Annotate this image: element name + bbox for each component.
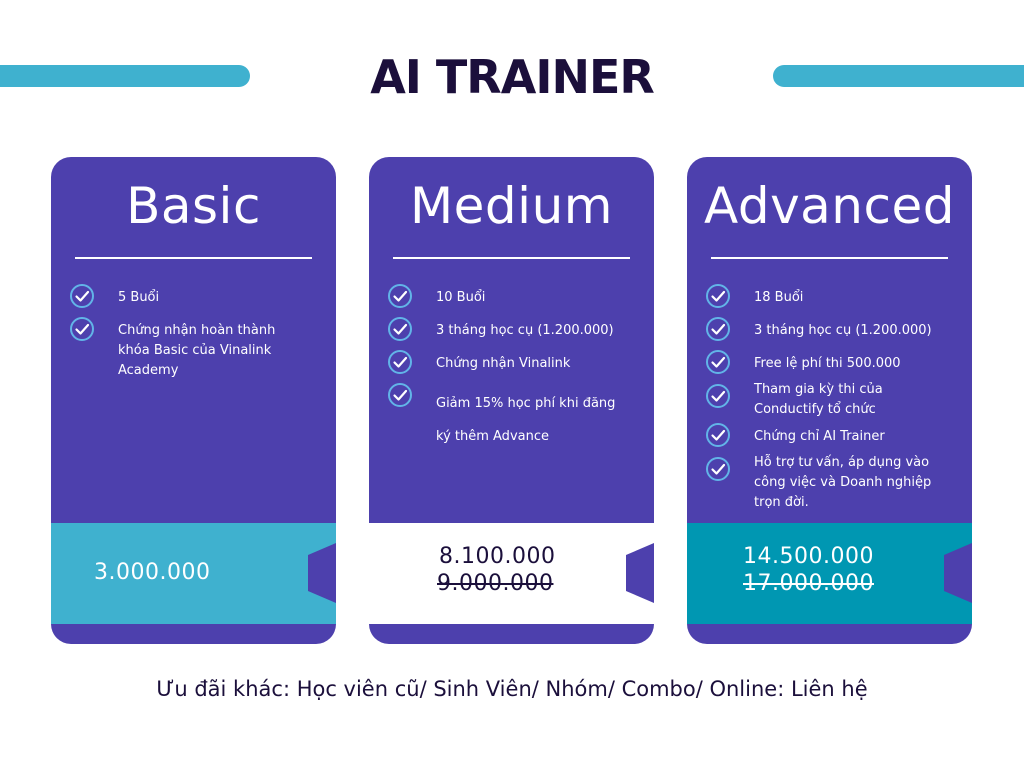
check-circle-icon xyxy=(706,423,730,447)
check-circle-icon xyxy=(706,384,730,408)
price: 3.000.000 xyxy=(94,560,211,585)
feature-item: Giảm 15% học phí khi đăng ký thêm Advanc… xyxy=(387,383,636,453)
plan-card-advanced: Advanced 18 Buổi 3 tháng học cụ (1.200.0… xyxy=(687,157,972,644)
feature-text: Chứng nhận hoàn thành khóa Basic của Vin… xyxy=(118,323,276,378)
feature-item: 3 tháng học cụ (1.200.000) xyxy=(387,317,636,342)
accent-bar-left xyxy=(0,65,250,87)
feature-item: Chứng nhận Vinalink xyxy=(387,350,636,375)
feature-text: Hỗ trợ tư vấn, áp dụng vào công việc và … xyxy=(754,455,932,510)
check-circle-icon xyxy=(388,317,412,341)
feature-text: 10 Buổi xyxy=(436,290,486,305)
price-band: 3.000.000 xyxy=(51,523,336,624)
page-title: AI TRAINER xyxy=(370,50,655,104)
feature-item: Hỗ trợ tư vấn, áp dụng vào công việc và … xyxy=(705,453,954,513)
feature-item: 3 tháng học cụ (1.200.000) xyxy=(705,317,954,342)
check-circle-icon xyxy=(706,317,730,341)
check-circle-icon xyxy=(706,284,730,308)
plan-name: Advanced xyxy=(704,177,955,235)
feature-text: Free lệ phí thi 500.000 xyxy=(754,356,901,371)
check-circle-icon xyxy=(706,457,730,481)
price-band: 14.500.000 17.000.000 xyxy=(687,523,972,624)
footer-note: Ưu đãi khác: Học viên cũ/ Sinh Viên/ Nhó… xyxy=(156,677,868,701)
check-circle-icon xyxy=(70,284,94,308)
check-circle-icon xyxy=(70,317,94,341)
divider xyxy=(75,257,312,259)
price: 14.500.000 xyxy=(743,544,874,569)
feature-text: 3 tháng học cụ (1.200.000) xyxy=(436,323,614,338)
old-price: 9.000.000 xyxy=(437,571,554,596)
feature-text: Chứng nhận Vinalink xyxy=(436,356,571,371)
check-circle-icon xyxy=(706,350,730,374)
feature-item: Tham gia kỳ thi của Conductify tổ chức xyxy=(705,380,954,420)
divider xyxy=(711,257,948,259)
check-circle-icon xyxy=(388,350,412,374)
ribbon-notch xyxy=(626,543,654,603)
price: 8.100.000 xyxy=(439,544,556,569)
feature-item: 5 Buổi xyxy=(69,284,318,309)
plan-card-basic: Basic 5 Buổi Chứng nhận hoàn thành khóa … xyxy=(51,157,336,644)
feature-item: Free lệ phí thi 500.000 xyxy=(705,350,954,375)
feature-item: 18 Buổi xyxy=(705,284,954,309)
feature-item: Chứng chỉ AI Trainer xyxy=(705,423,954,448)
check-circle-icon xyxy=(388,284,412,308)
feature-text: 18 Buổi xyxy=(754,290,804,305)
divider xyxy=(393,257,630,259)
feature-text: Giảm 15% học phí khi đăng ký thêm Advanc… xyxy=(436,396,616,444)
plan-name: Basic xyxy=(126,177,261,235)
old-price: 17.000.000 xyxy=(743,571,874,596)
plan-name: Medium xyxy=(410,177,613,235)
ribbon-notch xyxy=(308,543,336,603)
plan-card-medium: Medium 10 Buổi 3 tháng học cụ (1.200.000… xyxy=(369,157,654,644)
feature-text: 3 tháng học cụ (1.200.000) xyxy=(754,323,932,338)
accent-bar-right xyxy=(773,65,1024,87)
ribbon-notch xyxy=(944,543,972,603)
feature-item: 10 Buổi xyxy=(387,284,636,309)
feature-text: 5 Buổi xyxy=(118,290,160,305)
check-circle-icon xyxy=(388,383,412,407)
feature-text: Chứng chỉ AI Trainer xyxy=(754,429,885,444)
feature-text: Tham gia kỳ thi của Conductify tổ chức xyxy=(754,382,883,417)
feature-item: Chứng nhận hoàn thành khóa Basic của Vin… xyxy=(69,317,318,381)
price-band: 8.100.000 9.000.000 xyxy=(369,523,654,624)
